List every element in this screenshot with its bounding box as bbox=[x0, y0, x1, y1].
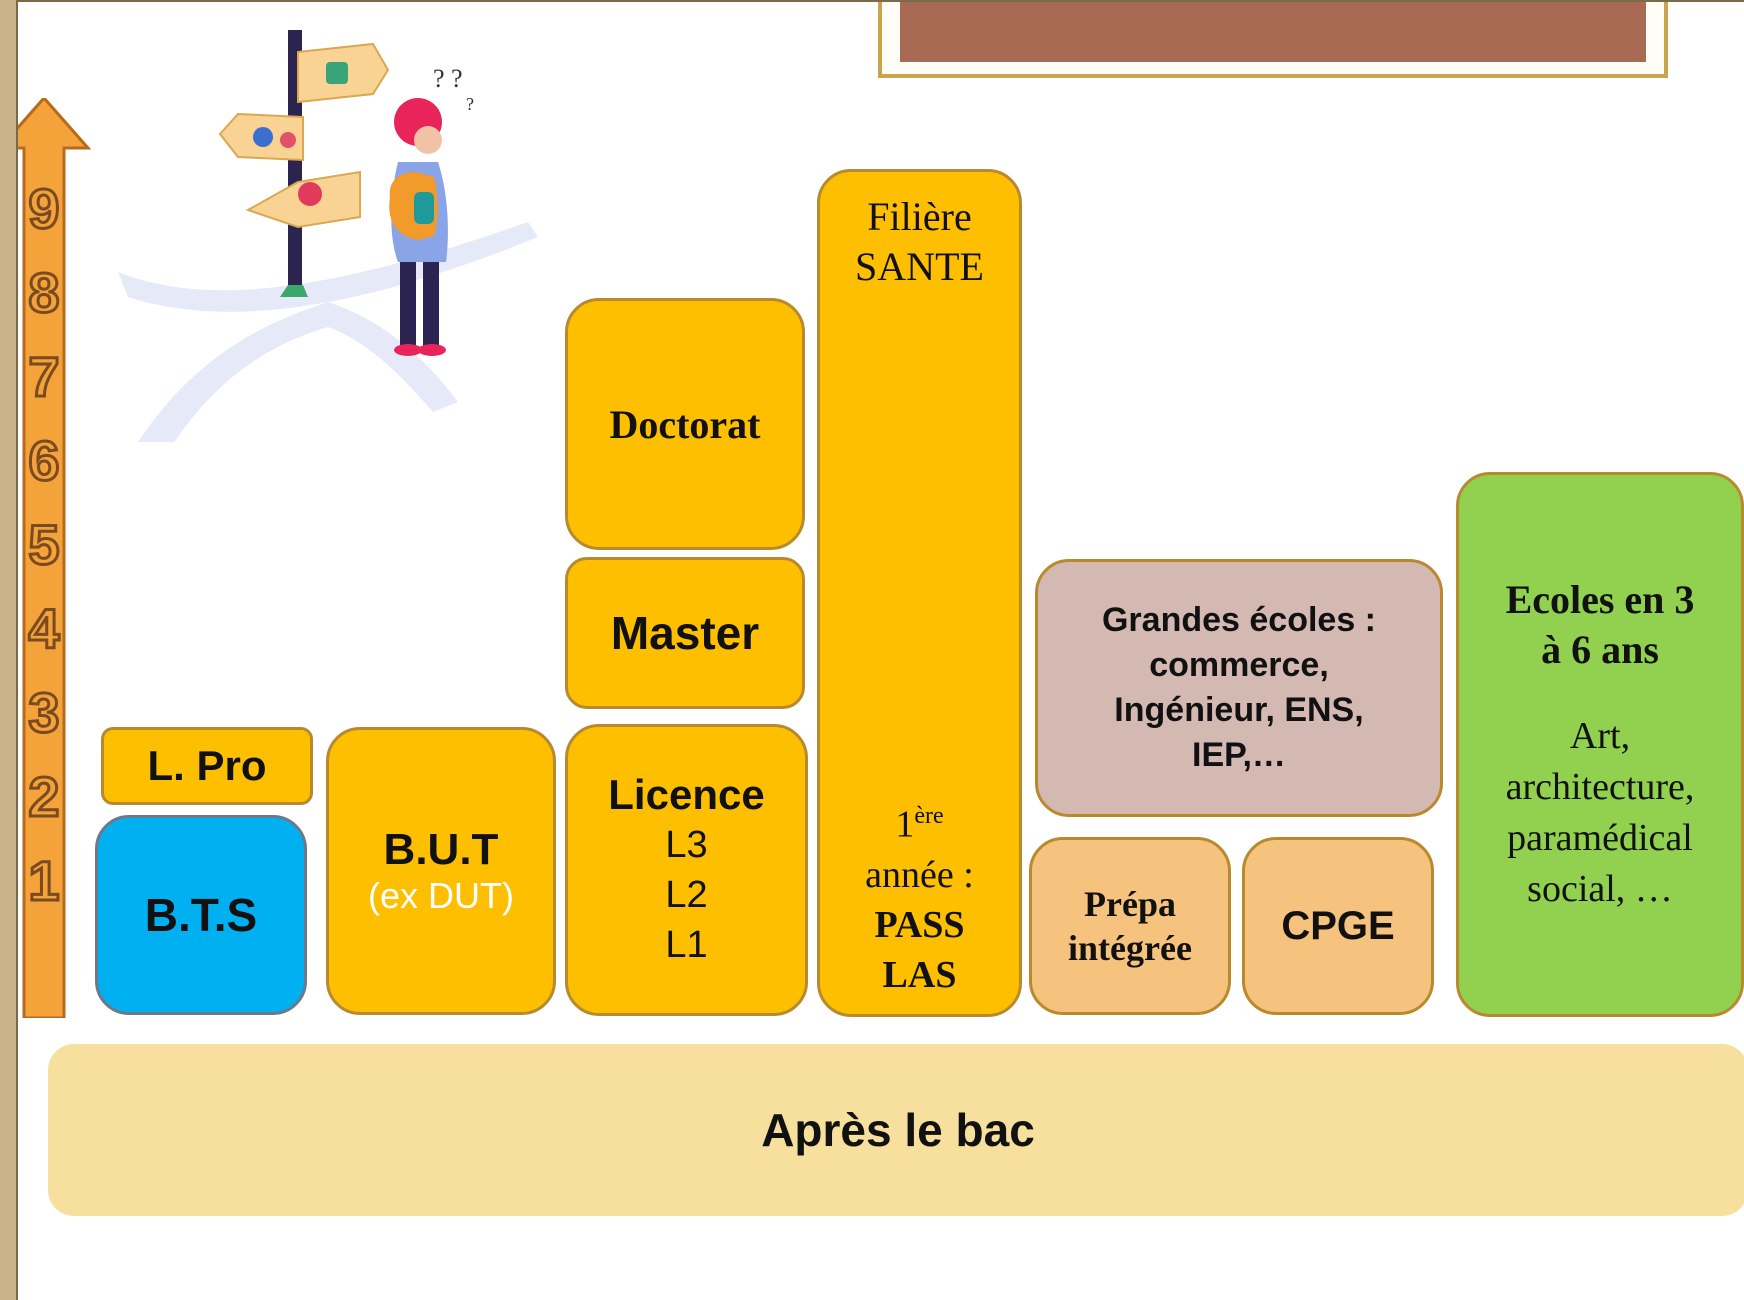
grandes-ecoles-line-1: Grandes écoles : bbox=[1101, 601, 1376, 639]
master-box: Master bbox=[565, 557, 805, 709]
sante-pass: PASS bbox=[874, 904, 965, 946]
ecoles-list-line-1: Art, bbox=[1569, 714, 1631, 757]
ecoles-list-line-3: paramédical bbox=[1507, 816, 1693, 859]
after-bac-label: Après le bac bbox=[761, 1104, 1035, 1156]
doctorat-label: Doctorat bbox=[609, 401, 761, 447]
cpge-label: CPGE bbox=[1281, 903, 1395, 948]
after-bac-bar: Après le bac bbox=[48, 1044, 1744, 1216]
svg-text:?: ? bbox=[466, 94, 474, 114]
ecoles-title: Ecoles en 3 à 6 ans bbox=[1506, 575, 1695, 675]
sante-las: LAS bbox=[882, 954, 957, 996]
master-label: Master bbox=[610, 607, 760, 659]
licence-year-l3: L3 bbox=[665, 824, 708, 866]
slide: 9 8 7 6 5 4 3 2 1 ? ? ? L. Pro bbox=[16, 0, 1744, 1300]
sante-box: Filière SANTE 1ère année : PASS LAS bbox=[817, 169, 1022, 1017]
grandes-ecoles-line-4: IEP,… bbox=[1192, 736, 1286, 774]
level-label-6: 6 bbox=[27, 428, 61, 494]
lpro-box: L. Pro bbox=[101, 727, 313, 805]
level-label-8: 8 bbox=[27, 260, 61, 326]
level-label-1: 1 bbox=[27, 848, 61, 914]
up-arrow-icon bbox=[18, 98, 92, 1018]
sante-year-sup: ère bbox=[914, 803, 944, 830]
but-sublabel: (ex DUT) bbox=[368, 875, 514, 916]
level-label-9: 9 bbox=[27, 176, 61, 242]
title-frame bbox=[878, 2, 1668, 78]
svg-text:? ?: ? ? bbox=[433, 64, 463, 93]
ecoles-list-line-2: architecture, bbox=[1505, 765, 1695, 808]
level-label-3: 3 bbox=[27, 680, 61, 746]
sante-title: Filière SANTE bbox=[855, 192, 984, 292]
sante-first-year: 1ère année : PASS LAS bbox=[865, 791, 974, 1000]
but-label: B.U.T bbox=[383, 825, 499, 874]
sante-year-num: 1 bbox=[895, 804, 915, 846]
level-label-4: 4 bbox=[27, 596, 61, 662]
bts-box: B.T.S bbox=[95, 815, 307, 1015]
sante-title-line-1: Filière bbox=[867, 194, 972, 239]
prepa-integree-text: Prépa intégrée bbox=[1068, 882, 1192, 970]
ecoles-list: Art, architecture, paramédical social, … bbox=[1506, 711, 1695, 915]
student-at-signpost-illustration: ? ? ? bbox=[118, 30, 538, 442]
grandes-ecoles-text: Grandes écoles : commerce, Ingénieur, EN… bbox=[1102, 598, 1376, 778]
grandes-ecoles-box: Grandes écoles : commerce, Ingénieur, EN… bbox=[1035, 559, 1443, 817]
ecoles-box: Ecoles en 3 à 6 ans Art, architecture, p… bbox=[1456, 472, 1744, 1017]
licence-year-l2: L2 bbox=[665, 874, 708, 916]
prepa-integree-box: Prépa intégrée bbox=[1029, 837, 1231, 1015]
sante-year-word: année : bbox=[865, 854, 974, 896]
ecoles-list-line-4: social, … bbox=[1527, 867, 1673, 910]
licence-box: Licence L3 L2 L1 bbox=[565, 724, 808, 1016]
doctorat-box: Doctorat bbox=[565, 298, 805, 550]
level-label-2: 2 bbox=[27, 764, 61, 830]
bts-label: B.T.S bbox=[144, 889, 258, 941]
title-bar bbox=[900, 2, 1646, 62]
levels-arrow: 9 8 7 6 5 4 3 2 1 bbox=[18, 98, 114, 1018]
grandes-ecoles-line-3: Ingénieur, ENS, bbox=[1114, 691, 1364, 729]
cpge-box: CPGE bbox=[1242, 837, 1434, 1015]
licence-year-l1: L1 bbox=[665, 924, 708, 966]
lpro-label: L. Pro bbox=[147, 742, 267, 789]
sante-title-line-2: SANTE bbox=[855, 244, 984, 289]
prepa-line-1: Prépa bbox=[1084, 884, 1176, 924]
grandes-ecoles-line-2: commerce, bbox=[1149, 646, 1329, 684]
licence-label: Licence bbox=[608, 771, 765, 818]
level-label-7: 7 bbox=[27, 344, 61, 410]
ecoles-title-line-2: à 6 ans bbox=[1541, 626, 1659, 672]
ecoles-title-line-1: Ecoles en 3 bbox=[1505, 576, 1695, 622]
but-box: B.U.T (ex DUT) bbox=[326, 727, 556, 1015]
level-label-5: 5 bbox=[27, 512, 61, 578]
sante-year-number: 1ère bbox=[865, 791, 974, 850]
prepa-line-2: intégrée bbox=[1068, 928, 1192, 968]
